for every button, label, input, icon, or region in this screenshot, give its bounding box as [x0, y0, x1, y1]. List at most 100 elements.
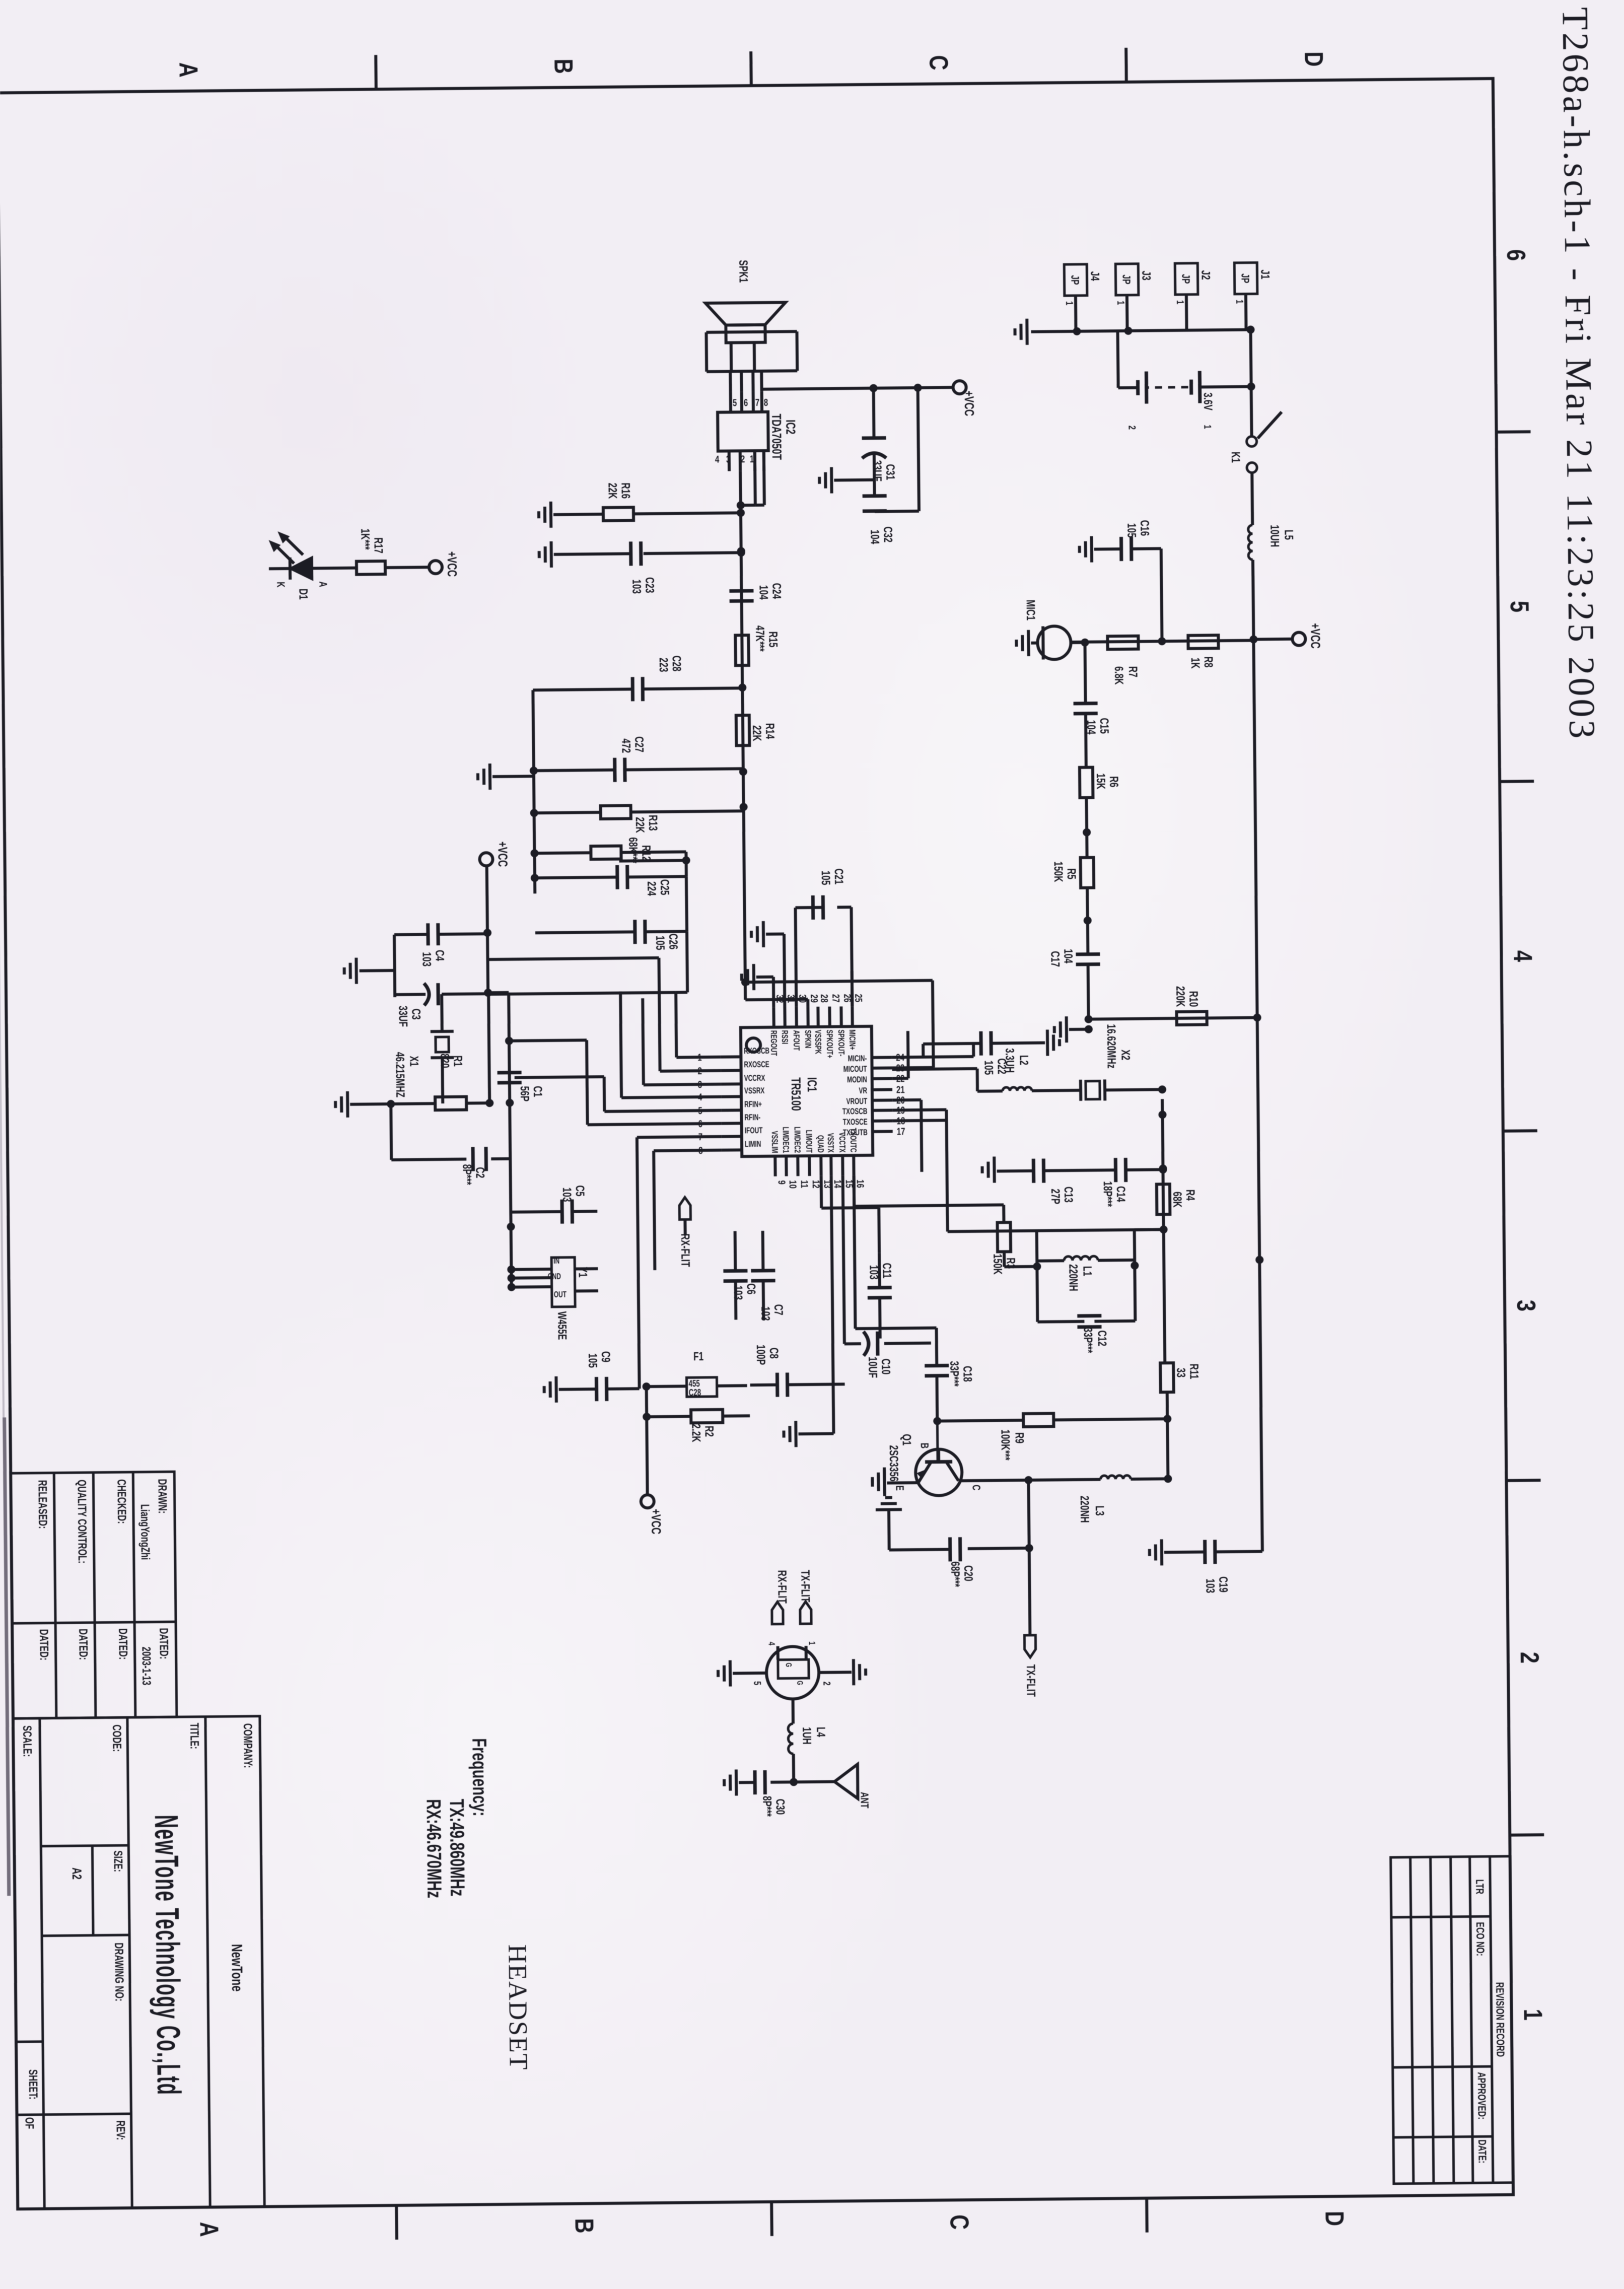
svg-text:C23: C23 — [643, 577, 656, 593]
svg-text:R6: R6 — [1107, 776, 1120, 787]
svg-text:224: 224 — [645, 881, 658, 896]
svg-text:105: 105 — [1124, 523, 1138, 538]
svg-text:17: 17 — [897, 1126, 905, 1137]
svg-text:L3: L3 — [1093, 1505, 1106, 1515]
svg-text:SCALE:: SCALE: — [20, 1725, 34, 1757]
svg-text:X1: X1 — [407, 1056, 421, 1067]
svg-text:2: 2 — [821, 1682, 833, 1686]
svg-text:C27: C27 — [632, 736, 646, 752]
svg-text:R15: R15 — [766, 632, 780, 648]
svg-text:C32: C32 — [881, 526, 895, 542]
svg-text:2: 2 — [1126, 426, 1138, 430]
svg-text:D: D — [1320, 2211, 1350, 2227]
svg-text:LIMDEC1: LIMDEC1 — [781, 1127, 790, 1153]
svg-text:NewTone Technology Co.,Ltd: NewTone Technology Co.,Ltd — [148, 1815, 187, 2096]
svg-text:LIMIN: LIMIN — [745, 1140, 761, 1149]
svg-text:VSSLIM: VSSLIM — [769, 1131, 779, 1153]
svg-text:REVISION RECORD: REVISION RECORD — [1493, 1982, 1506, 2057]
svg-text:100K***: 100K*** — [999, 1429, 1012, 1461]
svg-text:1: 1 — [1064, 301, 1075, 306]
svg-text:K1: K1 — [1229, 452, 1242, 463]
svg-text:ANT: ANT — [858, 1792, 870, 1809]
svg-text:46.215MHZ: 46.215MHZ — [393, 1052, 406, 1098]
svg-text:27P: 27P — [1048, 1189, 1062, 1204]
svg-text:E: E — [893, 1485, 905, 1491]
svg-text:33P***: 33P*** — [947, 1361, 961, 1387]
svg-text:QUAD: QUAD — [815, 1135, 825, 1153]
svg-text:2SC3356: 2SC3356 — [887, 1445, 900, 1481]
svg-text:472: 472 — [619, 738, 633, 753]
svg-text:220K: 220K — [1173, 986, 1187, 1007]
svg-text:C28: C28 — [689, 1388, 701, 1398]
svg-text:APPROVED:: APPROVED: — [1475, 2072, 1488, 2119]
svg-text:22K: 22K — [633, 817, 647, 833]
svg-text:2.2K: 2.2K — [689, 1424, 703, 1442]
svg-text:JP: JP — [1239, 273, 1251, 284]
svg-text:CHECKED:: CHECKED: — [115, 1479, 128, 1524]
svg-text:C6: C6 — [744, 1283, 758, 1294]
svg-text:DRAWING NO:: DRAWING NO: — [112, 1943, 126, 2001]
svg-text:B: B — [570, 2218, 599, 2234]
svg-text:Q1: Q1 — [900, 1434, 913, 1446]
svg-text:RXOSCE: RXOSCE — [744, 1060, 769, 1070]
svg-text:B: B — [549, 58, 579, 74]
svg-text:4: 4 — [1508, 950, 1538, 962]
svg-text:1K***: 1K*** — [359, 528, 372, 550]
svg-text:MICOUT: MICOUT — [843, 1065, 867, 1074]
svg-text:3.6V: 3.6V — [1201, 392, 1215, 410]
svg-text:1: 1 — [807, 1641, 817, 1645]
svg-text:DATED:: DATED: — [157, 1628, 170, 1659]
svg-text:LiangYongZhi: LiangYongZhi — [138, 1504, 152, 1560]
svg-text:RELEASED:: RELEASED: — [36, 1480, 50, 1529]
svg-text:11: 11 — [799, 1180, 810, 1188]
svg-text:4: 4 — [766, 1642, 776, 1646]
svg-text:5: 5 — [733, 397, 737, 408]
svg-text:22K: 22K — [750, 725, 763, 741]
svg-text:X2: X2 — [1119, 1050, 1133, 1060]
svg-text:104: 104 — [1062, 949, 1075, 963]
svg-text:IC2: IC2 — [783, 420, 798, 434]
svg-text:C8: C8 — [767, 1348, 781, 1359]
svg-text:5: 5 — [1505, 601, 1535, 613]
svg-text:MODIN: MODIN — [847, 1075, 867, 1085]
svg-text:+VCC: +VCC — [495, 842, 510, 867]
svg-text:1: 1 — [1202, 425, 1214, 429]
svg-text:26: 26 — [842, 994, 854, 1003]
svg-text:SHEET:: SHEET: — [26, 2069, 40, 2100]
svg-text:C1: C1 — [531, 1086, 544, 1097]
svg-text:R8: R8 — [1202, 656, 1215, 667]
svg-text:A2: A2 — [69, 1867, 85, 1880]
svg-text:R1: R1 — [451, 1056, 465, 1067]
svg-text:C14: C14 — [1114, 1186, 1127, 1202]
svg-text:100P: 100P — [754, 1345, 767, 1365]
svg-text:9: 9 — [776, 1180, 788, 1185]
svg-text:15K: 15K — [1094, 773, 1107, 789]
svg-text:R9: R9 — [1013, 1432, 1026, 1443]
svg-text:1: 1 — [750, 453, 754, 465]
svg-text:A: A — [317, 581, 329, 587]
svg-text:OUT: OUT — [554, 1290, 567, 1300]
svg-text:RX-FLIT: RX-FLIT — [775, 1570, 789, 1604]
svg-text:10UF: 10UF — [866, 1357, 879, 1378]
svg-text:DATED:: DATED: — [37, 1629, 50, 1660]
svg-text:TX-FLIT: TX-FLIT — [1024, 1664, 1037, 1697]
svg-text:+VCC: +VCC — [445, 551, 460, 577]
svg-text:C25: C25 — [658, 879, 671, 895]
svg-text:14: 14 — [832, 1180, 843, 1188]
svg-text:TDA7050T: TDA7050T — [769, 413, 785, 460]
svg-text:G: G — [784, 1662, 794, 1667]
svg-text:TXOUTC: TXOUTC — [848, 1128, 858, 1152]
svg-text:1K: 1K — [1188, 658, 1202, 669]
svg-text:C12: C12 — [1095, 1330, 1109, 1346]
svg-text:C20: C20 — [961, 1565, 975, 1581]
svg-text:F1: F1 — [693, 1350, 704, 1363]
svg-text:R17: R17 — [372, 537, 385, 553]
svg-text:DATED:: DATED: — [76, 1629, 90, 1660]
svg-text:2: 2 — [741, 453, 745, 465]
svg-text:SPKOUT-: SPKOUT- — [836, 1029, 845, 1056]
svg-text:33UF: 33UF — [396, 1006, 410, 1027]
svg-text:1: 1 — [1519, 2008, 1548, 2021]
svg-text:103: 103 — [629, 579, 643, 594]
svg-text:C7: C7 — [771, 1304, 785, 1315]
svg-text:LTR: LTR — [1473, 1879, 1485, 1894]
